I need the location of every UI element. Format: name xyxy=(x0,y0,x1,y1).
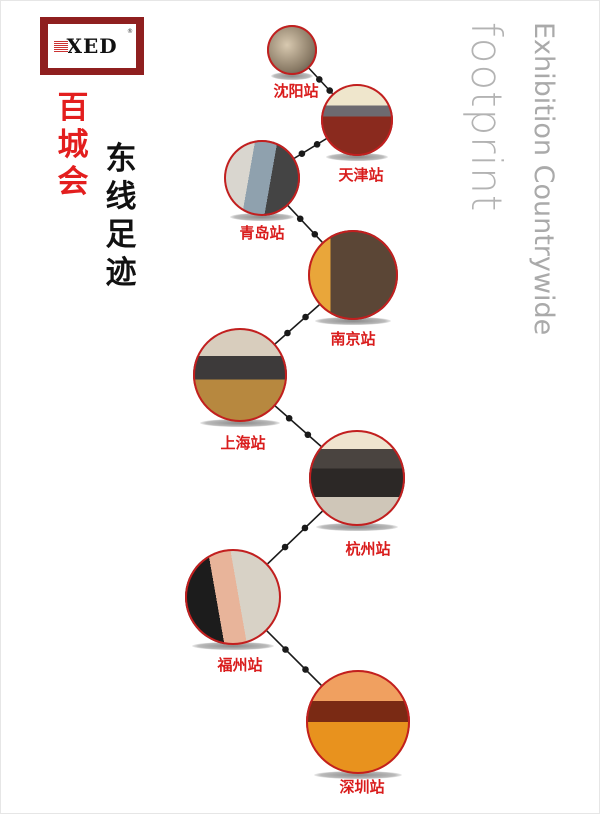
stop-photo[interactable] xyxy=(309,430,405,526)
stop-photo[interactable] xyxy=(308,230,398,320)
title-black-char: 足 xyxy=(105,217,137,253)
route-dot-icon xyxy=(313,141,321,148)
stop-label: 上海站 xyxy=(220,434,266,452)
route-dot-icon xyxy=(282,646,289,653)
circle-shadow xyxy=(316,523,398,531)
stop-label: 青岛站 xyxy=(239,224,285,242)
route-dot-icon xyxy=(298,150,306,157)
stop-label: 深圳站 xyxy=(339,778,385,796)
route-dot-icon xyxy=(311,230,319,238)
route-dot-icon xyxy=(302,666,309,673)
route-dot-icon xyxy=(326,87,334,94)
route-dot-icon xyxy=(281,543,289,551)
title-black-char: 迹 xyxy=(105,255,137,291)
title-red: 百 城 会 xyxy=(56,90,90,201)
route-dot-icon xyxy=(316,76,323,83)
xed-logo: XED ® xyxy=(40,17,144,75)
stop-label: 南京站 xyxy=(330,330,376,348)
route-dot-icon xyxy=(296,215,304,223)
title-red-char: 会 xyxy=(57,164,89,200)
english-subtitle: Exhibition Countrywide xyxy=(528,22,559,336)
logo-text: XED xyxy=(66,34,118,58)
route-dot-icon xyxy=(285,414,293,422)
logo-inner: XED ® xyxy=(48,24,136,68)
registered-mark: ® xyxy=(127,28,133,35)
stop-label: 沈阳站 xyxy=(273,82,319,100)
title-black: 东 线 足 迹 xyxy=(104,140,138,292)
stop-photo[interactable] xyxy=(224,140,300,216)
english-title-footprint: footprint xyxy=(462,22,511,213)
stop-photo[interactable] xyxy=(193,328,287,422)
route-dot-icon xyxy=(301,524,309,532)
route-dot-icon xyxy=(302,313,309,321)
circle-shadow xyxy=(326,153,388,161)
title-red-char: 百 xyxy=(57,90,89,126)
stop-photo[interactable] xyxy=(321,84,393,156)
title-black-char: 线 xyxy=(105,179,137,215)
circle-shadow xyxy=(270,72,314,80)
route-dot-icon xyxy=(284,329,291,337)
stop-photo[interactable] xyxy=(185,549,281,645)
stop-label: 杭州站 xyxy=(345,540,391,558)
route-dot-icon xyxy=(304,431,312,439)
stop-photo[interactable] xyxy=(306,670,410,774)
title-red-char: 城 xyxy=(57,127,89,163)
logo-stripes-icon xyxy=(54,41,68,53)
stop-label: 天津站 xyxy=(338,166,384,184)
circle-shadow xyxy=(229,213,295,221)
circle-shadow xyxy=(192,642,274,650)
circle-shadow xyxy=(200,419,280,427)
stop-photo[interactable] xyxy=(267,25,317,75)
stop-label: 福州站 xyxy=(217,656,263,674)
circle-shadow xyxy=(314,317,392,325)
circle-shadow xyxy=(313,771,403,779)
title-black-char: 东 xyxy=(105,141,137,177)
